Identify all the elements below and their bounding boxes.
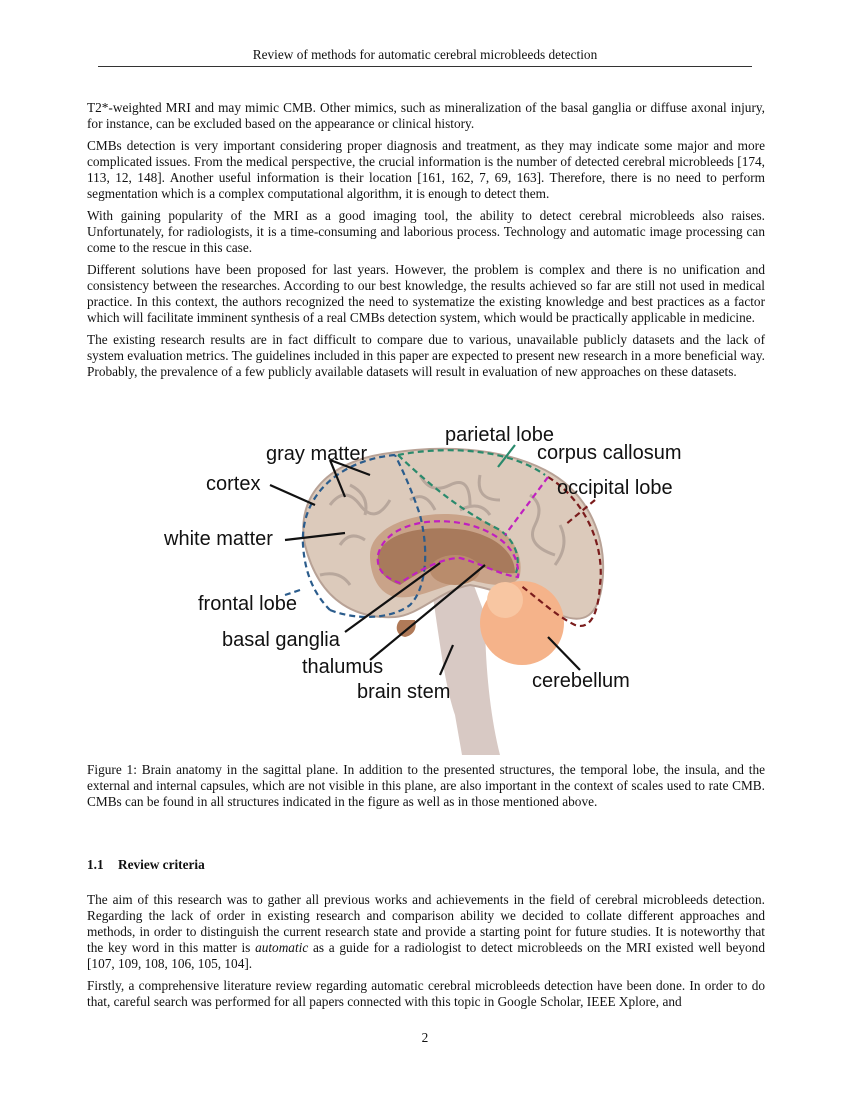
- label-corpus-callosum: corpus callosum: [537, 442, 682, 464]
- section-review-criteria: 1.1 Review criteria The aim of this resea…: [87, 857, 765, 1016]
- paragraph: Different solutions have been proposed f…: [87, 262, 765, 325]
- emphasis: automatic: [255, 940, 309, 955]
- occipital-pointer: [564, 499, 596, 526]
- paragraph: CMBs detection is very important conside…: [87, 138, 765, 201]
- running-header: Review of methods for automatic cerebral…: [98, 47, 752, 67]
- label-frontal-lobe: frontal lobe: [198, 593, 297, 615]
- label-brain-stem: brain stem: [357, 681, 450, 703]
- parietal-pointer: [497, 444, 516, 468]
- parietal-lobe-outline: [397, 449, 546, 576]
- label-cerebellum: cerebellum: [532, 670, 630, 692]
- thalamus-shape: [430, 555, 480, 585]
- text-run: The aim of this research was to gather a…: [87, 892, 765, 955]
- paragraph: Firstly, a comprehensive literature revi…: [87, 978, 765, 1009]
- section-number: 1.1: [87, 857, 104, 872]
- pointer-lines: [269, 458, 581, 676]
- label-gray-matter: gray matter: [266, 443, 367, 465]
- label-cortex: cortex: [206, 473, 260, 495]
- page-number: 2: [421, 1030, 429, 1045]
- label-white-matter: white matter: [163, 528, 273, 550]
- frontal-lobe-outline: [284, 453, 427, 618]
- label-thalumus: thalumus: [302, 656, 383, 678]
- occipital-lobe-outline: [519, 476, 602, 628]
- figure-caption: Figure 1: Brain anatomy in the sagittal …: [87, 762, 765, 809]
- label-basal-ganglia: basal ganglia: [222, 629, 341, 651]
- label-occipital-lobe: occipital lobe: [557, 477, 673, 499]
- paragraph: T2*-weighted MRI and may mimic CMB. Othe…: [87, 100, 765, 131]
- section-title: Review criteria: [118, 857, 205, 872]
- section-heading: 1.1 Review criteria: [87, 857, 765, 873]
- corpus-pointer: [504, 476, 549, 536]
- body-text-top: T2*-weighted MRI and may mimic CMB. Othe…: [87, 100, 765, 386]
- paragraph: The aim of this research was to gather a…: [87, 892, 765, 972]
- paragraph: The existing research results are in fac…: [87, 332, 765, 379]
- brain-anatomy-figure: gray matter parietal lobe corpus callosu…: [163, 424, 682, 755]
- paragraph: With gaining popularity of the MRI as a …: [87, 208, 765, 255]
- label-parietal-lobe: parietal lobe: [445, 424, 554, 446]
- corpus-callosum-outline: [376, 520, 520, 585]
- gyri-pattern: [319, 474, 566, 586]
- text-run: as a guide for a radiologist to detect m…: [87, 940, 765, 971]
